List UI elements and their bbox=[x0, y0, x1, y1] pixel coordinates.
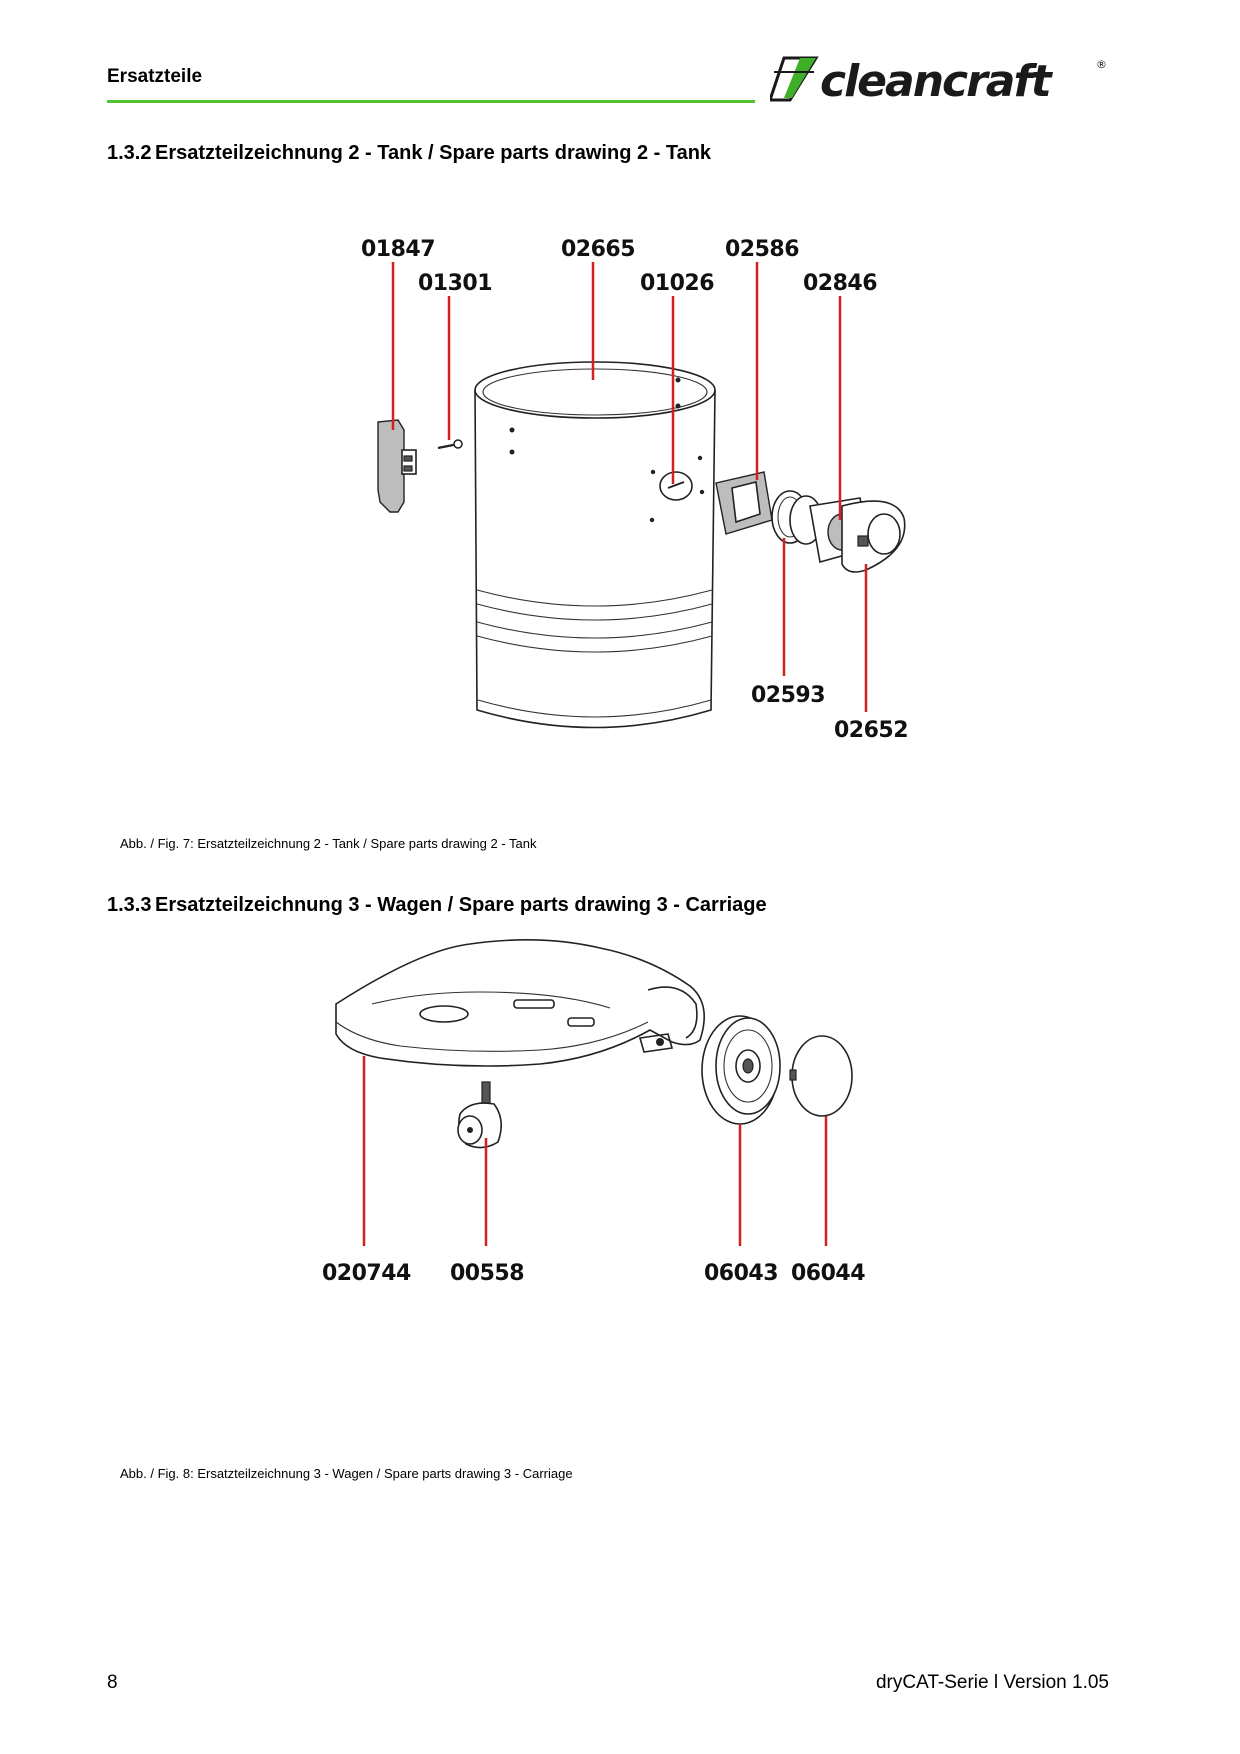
part-label-02586: 02586 bbox=[725, 237, 799, 262]
part-label-02846: 02846 bbox=[803, 271, 877, 296]
part-label-06044: 06044 bbox=[791, 1261, 865, 1286]
page-number: 8 bbox=[107, 1672, 118, 1693]
section-title: Ersatzteilzeichnung 3 - Wagen / Spare pa… bbox=[155, 894, 767, 916]
figure-caption-tank: Abb. / Fig. 7: Ersatzteilzeichnung 2 - T… bbox=[120, 836, 537, 851]
part-label-020744: 020744 bbox=[322, 1261, 411, 1286]
brand-wordmark: cleancraft bbox=[820, 56, 1054, 104]
document-version: dryCAT-Serie l Version 1.05 bbox=[875, 1672, 1109, 1693]
carriage-base-illustration bbox=[335, 939, 706, 1067]
hubcap-illustration bbox=[789, 1035, 853, 1117]
leader-lines-tank bbox=[391, 262, 868, 712]
cleancraft-logo: cleancraft ® bbox=[770, 56, 1107, 104]
registered-mark: ® bbox=[1096, 58, 1107, 71]
section-number: 1.3.3 bbox=[107, 894, 152, 916]
section-header: Ersatzteile bbox=[107, 66, 203, 87]
figure-caption-carriage: Abb. / Fig. 8: Ersatzteilzeichnung 3 - W… bbox=[120, 1466, 573, 1481]
part-label-01847: 01847 bbox=[361, 237, 435, 262]
cleancraft-logo-mark bbox=[770, 56, 819, 102]
part-label-02665: 02665 bbox=[561, 237, 635, 262]
wheel-illustration bbox=[701, 1015, 781, 1125]
castor-wheel-illustration bbox=[457, 1081, 502, 1149]
spare-parts-drawing-tank: 01847 01301 02665 01026 02586 02846 0259… bbox=[361, 237, 909, 743]
leader-lines-carriage bbox=[362, 1056, 828, 1246]
part-label-02593: 02593 bbox=[751, 683, 825, 708]
spare-parts-drawing-carriage: 020744 00558 06043 06044 bbox=[322, 939, 866, 1286]
part-label-01026: 01026 bbox=[640, 271, 714, 296]
part-label-00558: 00558 bbox=[450, 1261, 524, 1286]
part-label-01301: 01301 bbox=[418, 271, 492, 296]
section-title: Ersatzteilzeichnung 2 - Tank / Spare par… bbox=[155, 142, 712, 164]
section-number: 1.3.2 bbox=[107, 142, 152, 164]
tank-illustration bbox=[474, 361, 716, 729]
header-rule bbox=[107, 100, 755, 103]
part-label-02652: 02652 bbox=[834, 718, 908, 743]
latch-illustration bbox=[377, 419, 417, 513]
inlet-assembly-illustration bbox=[715, 471, 906, 573]
part-label-06043: 06043 bbox=[704, 1261, 778, 1286]
screw-illustration bbox=[437, 439, 463, 450]
